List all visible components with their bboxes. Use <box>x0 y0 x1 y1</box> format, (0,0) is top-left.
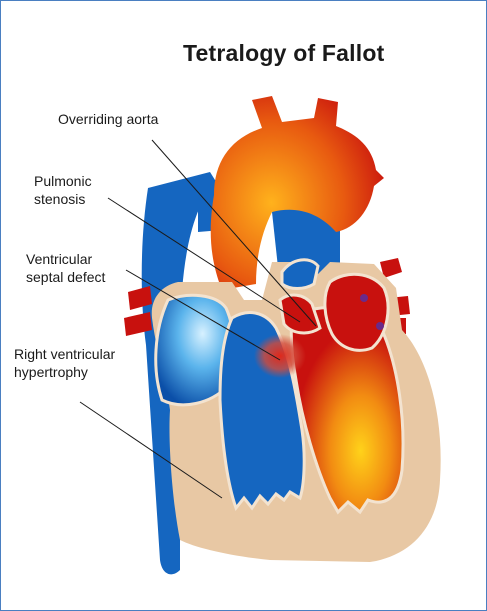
label-rvh-line-2: hypertrophy <box>14 363 115 381</box>
diagram-title: Tetralogy of Fallot <box>183 40 384 67</box>
label-ventricular-septal-defect: Ventricular septal defect <box>26 250 105 286</box>
label-vsd-line-1: Ventricular <box>26 250 105 268</box>
label-pulmonic-stenosis: Pulmonic stenosis <box>34 172 92 208</box>
label-overriding-aorta: Overriding aorta <box>58 110 158 128</box>
label-pulmonic-stenosis-line-2: stenosis <box>34 190 92 208</box>
pulmonary-vein-opening-2 <box>376 322 384 330</box>
left-atrium <box>325 274 388 350</box>
label-pulmonic-stenosis-line-1: Pulmonic <box>34 172 92 190</box>
label-vsd-line-2: septal defect <box>26 268 105 286</box>
ventricular-septal-defect <box>254 334 306 378</box>
label-overriding-aorta-line-1: Overriding aorta <box>58 110 158 128</box>
label-rvh-line-1: Right ventricular <box>14 345 115 363</box>
label-right-ventricular-hypertrophy: Right ventricular hypertrophy <box>14 345 115 381</box>
pulmonary-vein-opening <box>360 294 368 302</box>
